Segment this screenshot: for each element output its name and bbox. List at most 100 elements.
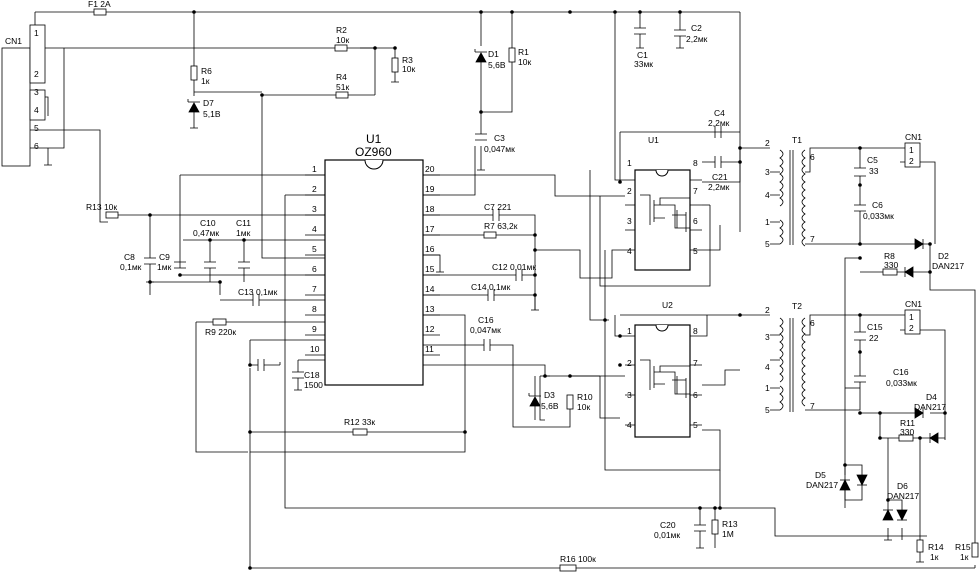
r15-value: 1к [960, 552, 969, 562]
u1-pin-4: 4 [312, 224, 317, 234]
diode-d4: D4 DAN217 [914, 392, 946, 444]
capacitor-c18: C18 1500 [292, 370, 323, 390]
u2s-pin-4: 4 [627, 420, 632, 430]
u1-pin-3: 3 [312, 204, 317, 214]
r6-value: 1к [201, 76, 210, 86]
cn1-pin-5: 5 [34, 123, 39, 133]
u1-pin-10: 10 [310, 344, 320, 354]
u1-pin-7: 7 [312, 284, 317, 294]
t1-pin-1: 1 [765, 217, 770, 227]
u2s-pin-5: 5 [693, 420, 698, 430]
junction-dots [148, 10, 947, 570]
transformer-t1: T1 2 3 4 1 5 6 7 [765, 135, 815, 249]
u2-small-title: U2 [662, 300, 673, 310]
c12-label: C12 0,01мк [492, 262, 536, 272]
t1-pin-6: 6 [810, 152, 815, 162]
t2-pin-7: 7 [810, 401, 815, 411]
r10-name: R10 [577, 392, 593, 402]
c13-label: C13 0,1мк [238, 287, 278, 297]
r4-value: 51к [336, 82, 349, 92]
c6-value: 0,033мк [863, 211, 894, 221]
c20-value: 0,01мк [654, 530, 680, 540]
d6-value: DAN217 [887, 491, 919, 501]
c9-value: 1мк [157, 262, 172, 272]
d1-value: 5,6В [488, 60, 506, 70]
c18-value: 1500 [304, 380, 323, 390]
capacitor-c15: C15 22 [854, 322, 883, 343]
t2-pin-4: 4 [765, 362, 770, 372]
resistor-r1: R1 10к [508, 47, 531, 67]
d7-name: D7 [203, 98, 214, 108]
resistor-r12: R12 33к [344, 417, 375, 436]
resistor-r6: R6 1к [190, 65, 212, 86]
t1-pin-7: 7 [810, 234, 815, 244]
u1s-pin-1: 1 [627, 158, 632, 168]
u1-pin-19: 19 [425, 184, 435, 194]
cn1-pin-6: 6 [34, 141, 39, 151]
u1-pin-5: 5 [312, 244, 317, 254]
d4-value: DAN217 [914, 402, 946, 412]
t2-label: T2 [792, 301, 802, 311]
c18-name: C18 [304, 370, 320, 380]
capacitor-pin10 [257, 359, 265, 371]
capacitor-c7: C7 221 [484, 202, 512, 221]
u1-pin-14: 14 [425, 284, 435, 294]
t1-label: T1 [792, 135, 802, 145]
cn1-out1-pin-2: 2 [909, 156, 914, 166]
u2s-pin-8: 8 [693, 326, 698, 336]
capacitor-c5: C5 33 [854, 155, 879, 177]
u2s-pin-3: 3 [627, 390, 632, 400]
fuse-f1-label: F1 2A [88, 0, 111, 9]
r14-name: R14 [928, 542, 944, 552]
c21-value: 2,2мк [708, 182, 730, 192]
cn1-out2-pin-2: 2 [909, 323, 914, 333]
u2s-pin-2: 2 [627, 358, 632, 368]
resistor-r11: R11 330 [898, 418, 915, 442]
capacitor-c21: C21 2,2мк [708, 156, 730, 192]
t2-pin-1: 1 [765, 383, 770, 393]
capacitor-c6: C6 0,033мк [854, 200, 894, 221]
ic-u1-oz960: U1 OZ960 1 2 3 4 5 6 7 8 9 10 20 19 18 1… [305, 132, 440, 386]
cn1-out1-label: CN1 [905, 132, 922, 142]
capacitor-c1: C1 33мк [634, 27, 653, 69]
u1s-pin-7: 7 [693, 186, 698, 196]
capacitor-c20: C20 0,01мк [654, 520, 706, 540]
c15-value: 22 [869, 333, 879, 343]
r2-name: R2 [336, 25, 347, 35]
r2-value: 10к [336, 35, 349, 45]
u1-pin-13: 13 [425, 304, 435, 314]
t2-pin-3: 3 [765, 332, 770, 342]
resistor-r10: R10 10к [566, 392, 593, 412]
ic-u1-mosfet-pair: U1 1 2 3 4 8 7 6 5 [625, 135, 702, 271]
c8-name: C8 [124, 252, 135, 262]
capacitor-c4: C4 2,2мк [708, 108, 730, 138]
connector-cn1-out-t2: CN1 1 2 [904, 299, 922, 335]
r13-label: R13 10к [86, 202, 117, 212]
c1-value: 33мк [634, 59, 653, 69]
r9-label: R9 220к [205, 327, 236, 337]
u1-small-title: U1 [648, 135, 659, 145]
capacitor-c14: C14 0,1мк [471, 282, 511, 301]
r13b-name: R13 [722, 519, 738, 529]
capacitor-c2: C2 2,2мк [674, 23, 708, 44]
resistor-r16: R16 100к [559, 554, 596, 572]
capacitor-c10: C10 0,47мк [193, 218, 219, 269]
r12-label: R12 33к [344, 417, 375, 427]
c21-name: C21 [712, 172, 728, 182]
r10-value: 10к [577, 402, 590, 412]
r16-label: R16 100к [560, 554, 596, 564]
t2-pin-6: 6 [810, 318, 815, 328]
capacitor-c12: C12 0,01мк [492, 262, 536, 281]
u1s-pin-6: 6 [693, 216, 698, 226]
cn1-pin-4: 4 [34, 105, 39, 115]
t2-pin-2: 2 [765, 305, 770, 315]
c5-name: C5 [867, 155, 878, 165]
u1-pin-8: 8 [312, 304, 317, 314]
t1-pin-5: 5 [765, 239, 770, 249]
r1-value: 10к [518, 57, 531, 67]
u1-pin-1: 1 [312, 164, 317, 174]
c20-name: C20 [660, 520, 676, 530]
c14-label: C14 0,1мк [471, 282, 511, 292]
u2s-pin-6: 6 [693, 390, 698, 400]
d4-name: D4 [926, 392, 937, 402]
